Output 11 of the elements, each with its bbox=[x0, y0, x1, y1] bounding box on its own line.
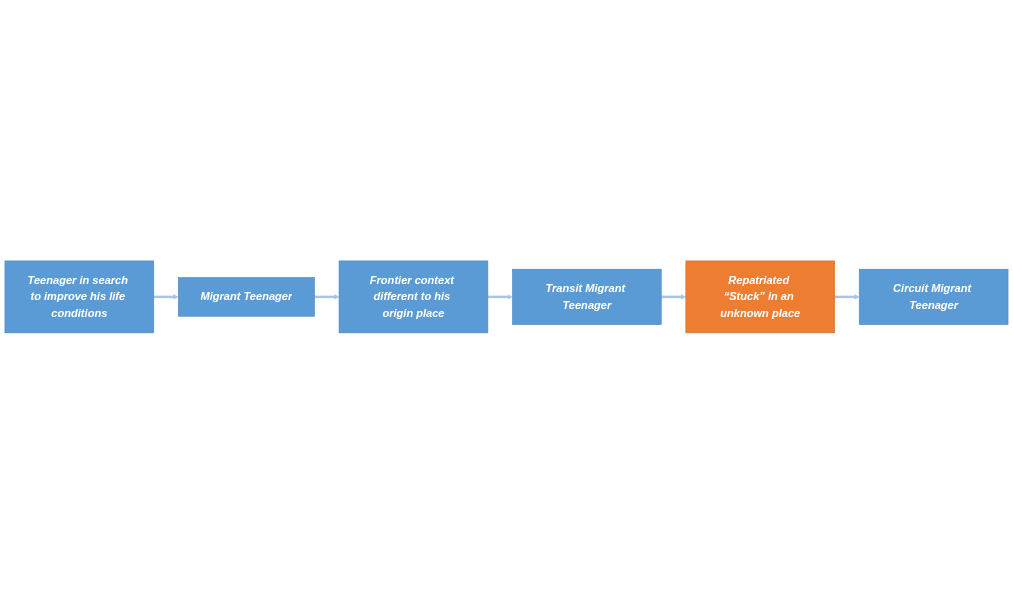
arrow bbox=[487, 294, 513, 300]
arrow bbox=[661, 294, 687, 300]
node-box: Transit Migrant Teenager bbox=[512, 269, 662, 325]
arrow bbox=[834, 294, 860, 300]
node-box: Circuit Migrant Teenager bbox=[858, 269, 1009, 325]
node-box: Teenager in search to improve his life conditions bbox=[4, 260, 155, 334]
arrow bbox=[153, 294, 179, 300]
node-box: Frontier context different to his origin place bbox=[338, 260, 489, 334]
arrow bbox=[314, 294, 340, 300]
node-box: Repatriated “Stuck” in an unknown place bbox=[685, 260, 835, 334]
node-box: Migrant Teenager bbox=[178, 277, 315, 317]
